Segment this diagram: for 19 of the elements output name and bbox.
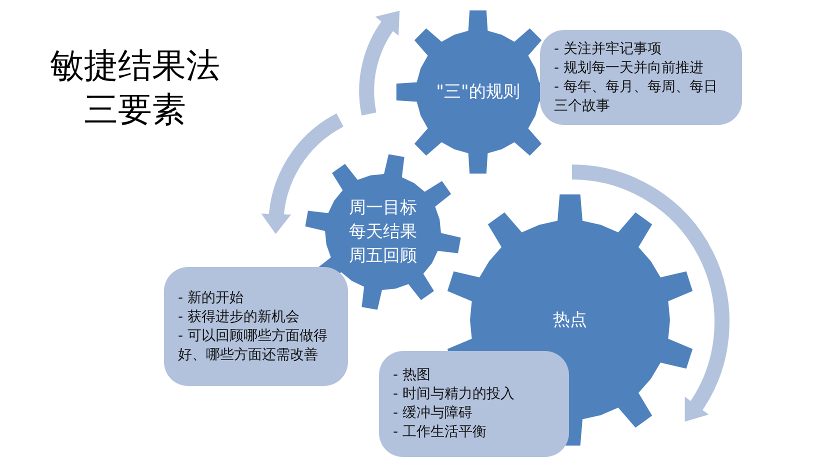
gear-label: 周五回顾	[349, 245, 417, 268]
gear-label: 每天结果	[349, 221, 417, 244]
bullet-text: - 关注并牢记事项	[554, 40, 663, 58]
bullet-text: - 每年、每月、每周、每日三个故事	[554, 78, 719, 116]
bullet-text: - 缓冲与障碍	[393, 404, 474, 423]
bullet-text: - 热图	[393, 366, 432, 385]
bullet-text: - 可以回顾哪些方面做得好、哪些方面还需改善	[178, 326, 329, 364]
title: 敏捷结果法三要素	[49, 45, 221, 132]
callout-box	[379, 351, 569, 457]
gear-label: 周一目标	[349, 197, 417, 220]
bullet-text: - 获得进步的新机会	[178, 308, 301, 326]
bullet-text: - 新的开始	[178, 288, 245, 308]
gear-label: "三"的规则	[436, 81, 520, 104]
bullet-text: - 规划每一天并向前推进	[554, 58, 705, 78]
gear-label: 热点	[553, 309, 587, 332]
callout-box	[164, 267, 348, 386]
bullet-text: - 时间与精力的投入	[393, 385, 516, 404]
callout-box	[540, 30, 742, 125]
bullet-text: - 工作生活平衡	[393, 423, 488, 442]
